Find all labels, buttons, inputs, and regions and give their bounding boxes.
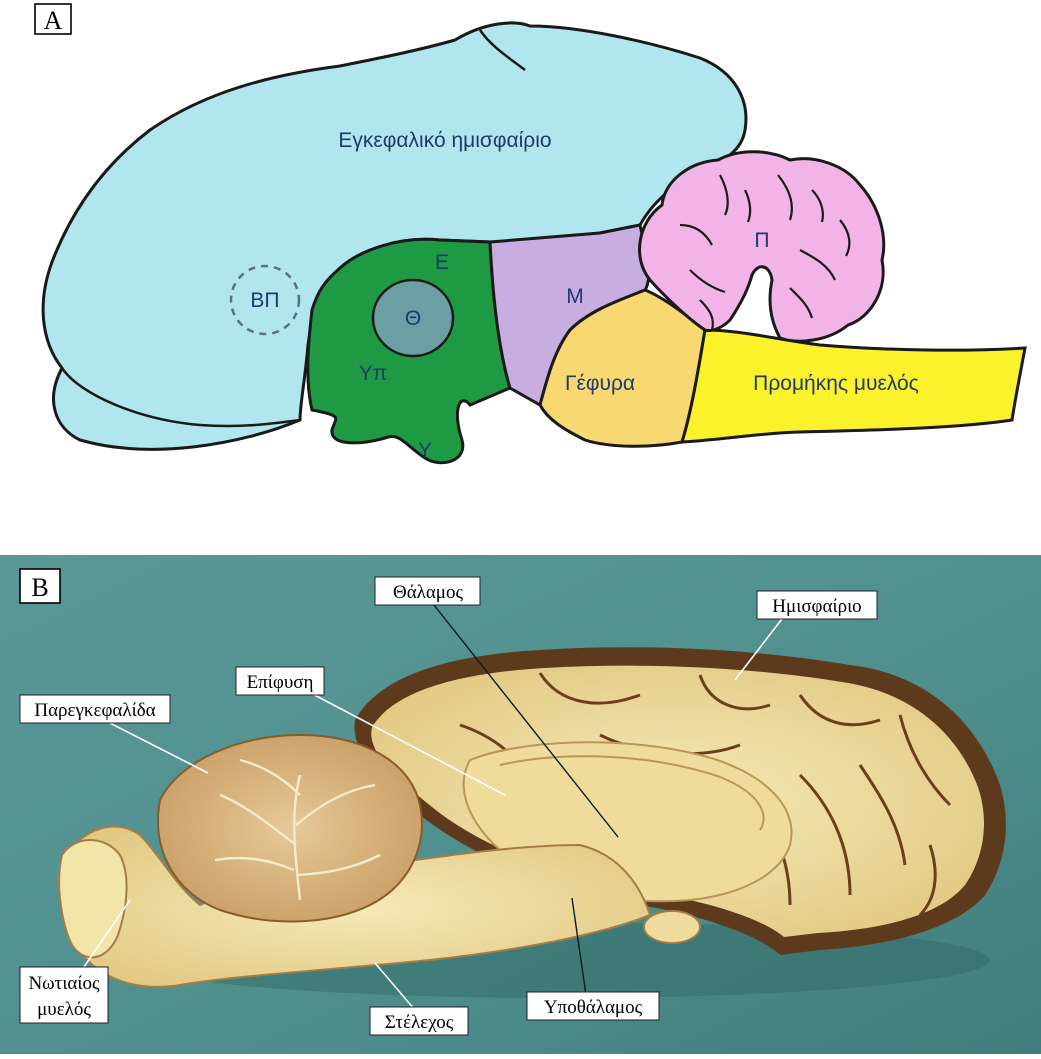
label-yp: Υπ [359,362,388,385]
photo-cerebellum [158,735,422,921]
label-hemisphere: Εγκεφαλικό ημισφαίριο [338,129,551,152]
label-paregkefalida: Παρεγκεφαλίδα [34,700,155,721]
label-ypothalamos: Υποθάλαμος [544,997,643,1018]
panel-a-tag: A [44,6,63,35]
label-theta: Θ [405,307,421,330]
label-notiaios-box: Νωτιαίος μυελός [20,967,108,1023]
photo-spinal-cord [59,840,126,957]
label-stelexos-box: Στέλεχος [370,1007,468,1035]
label-ypothalamos-box: Υποθάλαμος [527,992,659,1020]
schematic-diagram-panel: A Εγκεφαλικό ημισφαίριο ΒΠ Ε Θ Υπ Υ Μ Π … [0,0,1041,520]
label-epifysi: Επίφυση [247,672,314,693]
label-e: Ε [435,251,449,274]
panel-b-tag: B [31,573,48,602]
label-gefyra: Γέφυρα [565,372,635,395]
label-p: Π [754,229,769,252]
label-paregkefalida-box: Παρεγκεφαλίδα [20,695,170,723]
photograph-panel: B Θάλαμος Ημισφαίριο Επίφυση Παρεγκεφαλί… [0,555,1041,1054]
schematic-diagram: A Εγκεφαλικό ημισφαίριο ΒΠ Ε Θ Υπ Υ Μ Π … [0,0,1041,520]
label-thalamos-box: Θάλαμος [375,577,480,605]
label-stelexos: Στέλεχος [385,1012,454,1033]
label-m: Μ [566,285,584,308]
label-imisfairio: Ημισφαίριο [772,596,861,617]
label-bp: ΒΠ [250,289,279,312]
label-thalamos: Θάλαμος [393,582,464,603]
photo-hypophysis [644,911,700,943]
label-notiaios-line1: Νωτιαίος [28,973,100,994]
label-y: Υ [418,439,432,462]
label-promikis: Προμήκης μυελός [753,372,919,395]
label-epifysi-box: Επίφυση [236,667,324,695]
brain-photograph: B Θάλαμος Ημισφαίριο Επίφυση Παρεγκεφαλί… [0,555,1041,1054]
label-imisfairio-box: Ημισφαίριο [757,591,877,619]
label-notiaios-line2: μυελός [37,999,91,1020]
